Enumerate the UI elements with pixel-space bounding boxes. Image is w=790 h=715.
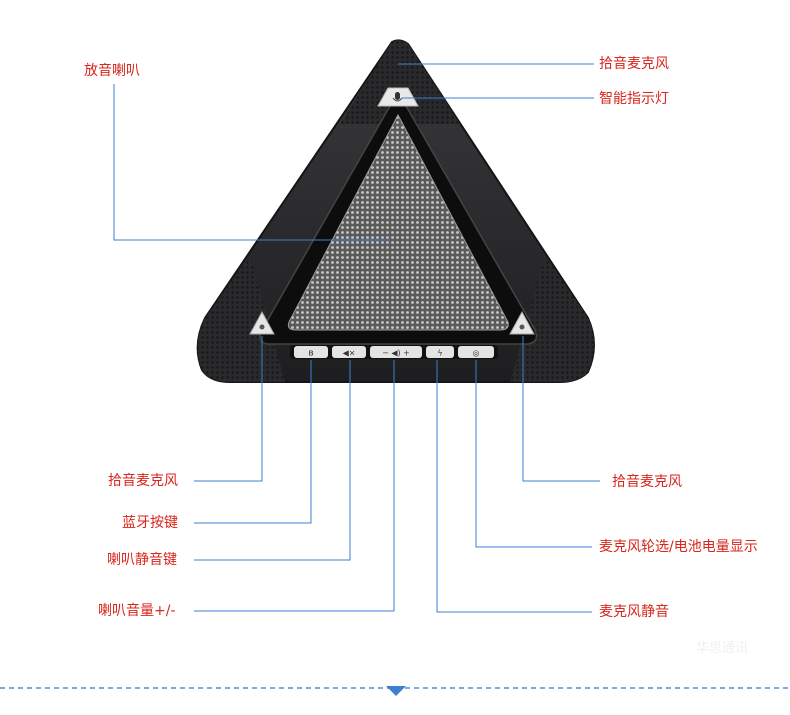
bluetooth-button[interactable]	[294, 346, 328, 358]
microphone-icon	[519, 324, 525, 330]
leader-volume	[194, 360, 395, 612]
leader-mic-left	[194, 336, 263, 482]
label-bluetooth: 蓝牙按键	[122, 515, 178, 531]
speaker-mute-button[interactable]	[332, 346, 366, 358]
microphone-right	[509, 310, 535, 335]
indicator-light	[377, 87, 419, 107]
mic-mute-icon: ϟ	[437, 349, 442, 358]
leader-speaker	[113, 84, 390, 241]
label-mic-left: 拾音麦克风	[108, 473, 178, 489]
mic-cycle-button[interactable]	[458, 346, 494, 358]
label-volume: 喇叭音量+/-	[98, 603, 176, 619]
watermark: 华思通讯	[696, 641, 749, 656]
leader-lines	[113, 63, 600, 613]
label-mic-mute: 麦克风静音	[599, 604, 669, 620]
speaker-grille	[287, 113, 509, 331]
microphone-icon	[259, 324, 265, 330]
chevron-down-icon	[386, 686, 406, 696]
leader-speaker-mute	[194, 360, 351, 561]
leader-mic-right	[522, 336, 600, 482]
bluetooth-icon: ʙ	[308, 349, 313, 359]
button-strip: ʙ ◀× − ◀) + ϟ ◎	[290, 345, 498, 359]
device: ʙ ◀× − ◀) + ϟ ◎	[196, 39, 595, 383]
leader-mic-mute	[436, 360, 592, 613]
label-mic-cycle-battery: 麦克风轮选/电池电量显示	[599, 539, 758, 555]
cycle-icon: ◎	[473, 349, 480, 358]
label-speaker-mute: 喇叭静音键	[107, 552, 177, 568]
label-indicator: 智能指示灯	[599, 91, 669, 107]
speaker-mute-icon: ◀×	[343, 349, 356, 358]
volume-button[interactable]	[370, 346, 422, 358]
leader-bluetooth	[194, 360, 312, 524]
label-mic-top: 拾音麦克风	[599, 56, 669, 72]
label-speaker: 放音喇叭	[84, 63, 140, 79]
volume-icon: − ◀) +	[382, 349, 410, 358]
mic-mute-button[interactable]	[426, 346, 454, 358]
label-mic-right: 拾音麦克风	[612, 474, 682, 490]
microphone-icon	[392, 92, 403, 102]
leader-mic-cycle	[475, 360, 592, 548]
microphone-left	[249, 310, 275, 335]
